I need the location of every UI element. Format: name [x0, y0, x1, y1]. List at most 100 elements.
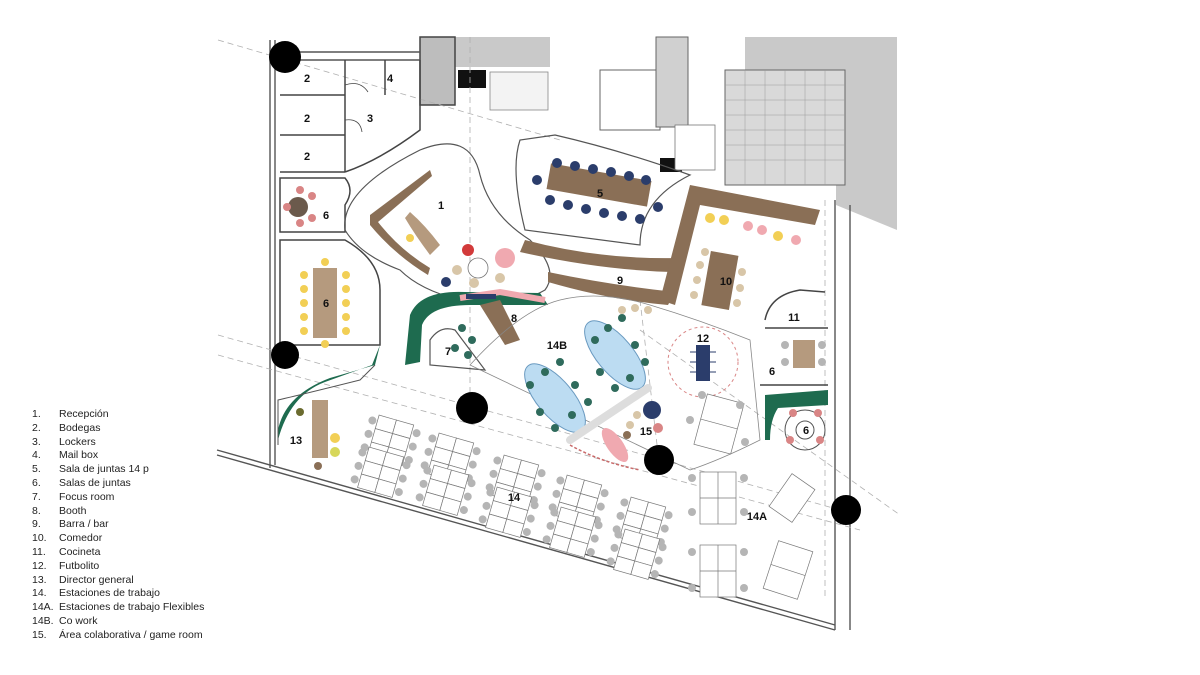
legend-text: Director general: [59, 573, 134, 586]
chair: [398, 474, 407, 483]
legend-item: 15.Área colaborativa / game room: [32, 629, 204, 643]
column: [271, 341, 299, 369]
legend-item: 2.Bodegas: [32, 422, 204, 436]
chair: [526, 514, 535, 523]
chair: [419, 479, 428, 488]
chair: [660, 524, 669, 533]
legend-number: 7.: [32, 490, 41, 503]
chair: [606, 557, 615, 566]
meeting-room-a: [279, 177, 351, 233]
legend-number: 3.: [32, 435, 41, 448]
chair: [408, 442, 417, 451]
chair: [590, 534, 599, 543]
chair: [610, 543, 619, 552]
chair: [486, 488, 495, 497]
chair: [493, 456, 502, 465]
reception-area: [344, 143, 551, 304]
chair: [654, 556, 663, 565]
label-meeting-c: 6: [769, 366, 775, 378]
label-flex: 14A: [747, 511, 767, 523]
legend-number: 14B.: [32, 614, 54, 627]
label-bar: 9: [617, 275, 623, 287]
legend-item: 14A.Estaciones de trabajo Flexibles: [32, 601, 204, 615]
chair: [368, 416, 377, 425]
structural-columns: [269, 41, 861, 525]
chair: [600, 489, 609, 498]
legend-number: 11.: [32, 545, 46, 558]
legend-text: Barra / bar: [59, 518, 109, 531]
legend-text: Estaciones de trabajo: [59, 587, 160, 600]
workstation-cluster: [606, 528, 667, 580]
legend-text: Mail box: [59, 449, 99, 462]
column: [456, 392, 488, 424]
legend-item: 9. Barra / bar: [32, 518, 204, 532]
legend-number: 10.: [32, 532, 47, 545]
chair: [586, 548, 595, 557]
director-office: [277, 364, 376, 470]
boardroom-14p: [515, 134, 692, 246]
label-foosball: 12: [697, 333, 709, 345]
desk: [439, 496, 462, 516]
legend-number: 14A.: [32, 601, 54, 614]
chair: [658, 543, 667, 552]
chair: [546, 521, 555, 530]
legend-item: 5.Sala de juntas 14 p: [32, 463, 204, 477]
chair: [616, 511, 625, 520]
game-room: [569, 401, 663, 471]
chair: [664, 511, 673, 520]
legend-item: 12. Futbolito: [32, 560, 204, 574]
meeting-room-c: [781, 340, 826, 368]
chair: [552, 489, 561, 498]
chair: [394, 488, 403, 497]
label-meeting-b: 6: [323, 298, 329, 310]
legend-number: 14.: [32, 587, 47, 600]
chair: [423, 466, 432, 475]
label-meeting-a: 6: [323, 210, 329, 222]
legend-item: 7. Focus room: [32, 491, 204, 505]
kitchenette-rooms: [760, 289, 828, 386]
dining-area: [690, 213, 801, 311]
meeting-room-d: [784, 409, 826, 451]
legend-text: Focus room: [59, 490, 115, 503]
column: [644, 445, 674, 475]
desk: [630, 560, 653, 580]
meeting-room-b: [279, 239, 381, 348]
green-wall-right: [765, 390, 828, 440]
workstation-cluster: [542, 506, 603, 558]
legend-item: 10.Comedor: [32, 532, 204, 546]
chair: [402, 461, 411, 470]
chair: [463, 492, 472, 501]
legend-text: Futbolito: [59, 559, 100, 572]
label-collab: 15: [640, 426, 652, 438]
legend-number: 6.: [32, 476, 41, 489]
storage-rooms: [280, 60, 421, 173]
legend-item: 4. Mail box: [32, 449, 204, 463]
chair: [354, 461, 363, 470]
legend-number: 2.: [32, 421, 41, 434]
legend-number: 1.: [32, 408, 41, 420]
desk: [374, 478, 397, 498]
legend-number: 4.: [32, 449, 41, 462]
space-labels: 2 2 2 3 4 1 5 6 6 6 6 7 8 9 10 11 12 13 …: [290, 73, 809, 523]
chair: [428, 434, 437, 443]
chair: [556, 476, 565, 485]
legend-number: 12.: [32, 559, 47, 572]
chair: [358, 448, 367, 457]
chair: [522, 528, 531, 537]
chair: [533, 482, 542, 491]
workstation-cluster: [478, 486, 539, 538]
label-boardroom: 5: [597, 188, 603, 200]
chair: [415, 493, 424, 502]
label-storage-b: 2: [304, 113, 310, 125]
label-storage-a: 2: [304, 73, 310, 85]
legend-number: 9.: [32, 518, 41, 531]
label-booth: 8: [511, 313, 517, 325]
legend-item: 14. Estaciones de trabajo: [32, 587, 204, 601]
label-storage-c: 2: [304, 151, 310, 163]
legend-item: 1.Recepción: [32, 408, 204, 422]
chair: [550, 508, 559, 517]
legend-text: Lockers: [59, 435, 96, 448]
label-cowork: 14B: [547, 340, 567, 352]
